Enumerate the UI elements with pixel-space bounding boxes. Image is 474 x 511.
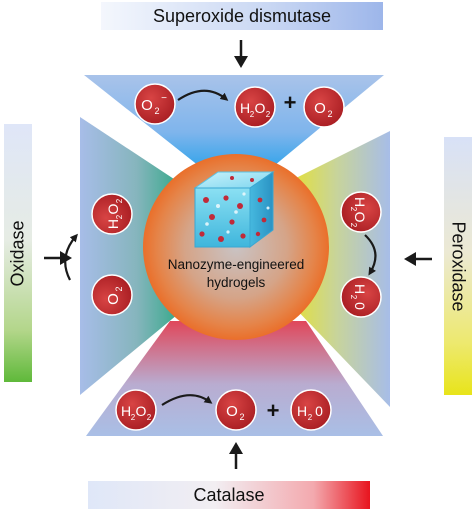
top-o2-molecule: O 2 [303, 86, 345, 128]
arrow-right-head [404, 252, 416, 266]
center-title-line1: Nanozyme-engineered [168, 257, 305, 272]
bottom-h2o2-molecule: H 2 O 2 [115, 389, 157, 431]
top-h2o2-molecule: H 2 O 2 [234, 86, 276, 128]
svg-text:H: H [240, 100, 250, 116]
svg-text:O: O [226, 403, 238, 420]
svg-text:H: H [297, 403, 307, 419]
svg-text:H: H [121, 403, 131, 419]
catalase-text: Catalase [193, 484, 265, 505]
right-h2o2-molecule: H 2 O 2 [340, 191, 382, 233]
arrow-bottom-head [229, 442, 243, 454]
svg-text:O: O [314, 100, 326, 117]
svg-text:H: H [352, 284, 368, 294]
svg-text:2: 2 [131, 413, 136, 422]
svg-text:2: 2 [349, 223, 358, 228]
svg-text:2: 2 [154, 106, 159, 116]
svg-text:0: 0 [352, 302, 368, 310]
bottom-h2o-molecule: H 2 0 [290, 389, 332, 431]
peroxidase-label: Peroxidase [444, 137, 472, 395]
svg-text:2: 2 [327, 109, 332, 119]
svg-text:O: O [352, 212, 368, 223]
svg-text:H: H [105, 219, 121, 229]
svg-text:O: O [105, 203, 121, 214]
oxidase-label: Oxidase [4, 124, 32, 382]
right-reaction-arrow [364, 234, 377, 276]
svg-text:O: O [136, 403, 147, 419]
svg-text:2: 2 [115, 198, 124, 203]
svg-text:0: 0 [315, 403, 323, 419]
svg-text:O: O [105, 293, 122, 305]
svg-text:O: O [141, 97, 153, 114]
svg-text:2: 2 [308, 413, 313, 422]
external-arrows [44, 40, 432, 469]
bottom-o2-molecule: O 2 [215, 389, 257, 431]
bottom-reaction-arrow [161, 394, 213, 406]
svg-text:2: 2 [239, 412, 244, 422]
left-o2-molecule: O 2 [91, 274, 133, 316]
svg-text:2: 2 [115, 214, 124, 219]
svg-text:H: H [352, 197, 368, 207]
superoxide-dismutase-label: Superoxide dismutase [101, 2, 383, 30]
reaction-arrows [64, 89, 377, 406]
right-h2o-molecule: H 2 0 [340, 276, 382, 318]
left-h2o2-molecule: H 2 O 2 [91, 193, 133, 235]
left-reaction-arrow [64, 233, 78, 281]
left-panel [80, 117, 183, 395]
superoxide-dismutase-text: Superoxide dismutase [152, 5, 332, 26]
center-title-line2: hydrogels [207, 275, 266, 290]
svg-text:2: 2 [114, 286, 124, 291]
svg-text:2: 2 [250, 110, 255, 119]
svg-text:2: 2 [349, 207, 358, 212]
top-reaction-arrow [177, 89, 229, 101]
svg-text:O: O [255, 100, 266, 116]
svg-text:−: − [161, 93, 167, 104]
bottom-plus-sign: + [267, 398, 280, 423]
top-plus-sign: + [284, 90, 297, 115]
catalase-label: Catalase [88, 481, 370, 509]
svg-text:2: 2 [349, 295, 358, 300]
top-superoxide-molecule: O 2 − [134, 83, 176, 125]
svg-text:2: 2 [266, 110, 271, 119]
hydrogel-cube-icon [193, 171, 275, 248]
arrow-top-head [234, 56, 248, 68]
svg-text:2: 2 [147, 413, 152, 422]
